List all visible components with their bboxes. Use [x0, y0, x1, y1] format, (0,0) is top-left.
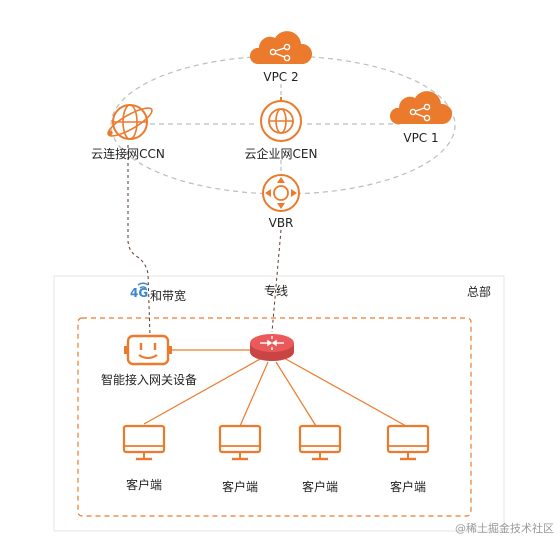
- hq-title: 总部: [467, 285, 492, 299]
- gateway-label: 智能接入网关设备: [100, 373, 198, 387]
- router-client-1-link: [143, 357, 263, 425]
- leased-line-label: 专线: [263, 284, 289, 298]
- router-client-3-link: [275, 361, 317, 427]
- gateway-device-icon: [124, 334, 172, 366]
- vpc2-label: VPC 2: [263, 70, 299, 84]
- vbr-router-link: [271, 229, 282, 333]
- client-label: 客户端: [301, 480, 339, 494]
- vbr-router-icon: [262, 174, 300, 212]
- client-label: 客户端: [389, 480, 427, 494]
- ccn-globe-icon: [107, 104, 153, 140]
- vbr-label: VBR: [268, 216, 294, 230]
- vpc1-label: VPC 1: [403, 131, 439, 145]
- broadband-label: 和带宽: [150, 289, 187, 303]
- router-client-2-link: [239, 361, 269, 427]
- client-monitor-icon: [386, 424, 430, 461]
- client-monitor-icon: [298, 424, 342, 461]
- client-monitor-icon: [218, 424, 262, 461]
- vpc2-cloud-icon: [249, 31, 313, 64]
- cen-network-icon: [260, 97, 302, 142]
- wifi-icon: [137, 282, 149, 289]
- 4g-badge: 4G: [130, 286, 149, 300]
- client-label: 客户端: [125, 478, 163, 492]
- vpc1-cloud-icon: [389, 91, 453, 124]
- watermark: @稀土掘金技术社区: [455, 522, 554, 535]
- cloud-ring: [110, 55, 456, 195]
- hq-outer-box: [53, 275, 505, 532]
- router-icon: [250, 334, 294, 361]
- client-label: 客户端: [221, 480, 259, 494]
- hq-inner-dashed-box: [77, 317, 472, 517]
- client-monitor-icon: [122, 424, 166, 461]
- router-client-4-link: [283, 357, 407, 427]
- ccn-gateway-link: [127, 145, 151, 337]
- cen-label: 云企业网CEN: [244, 147, 318, 161]
- ccn-label: 云连接网CCN: [91, 147, 165, 161]
